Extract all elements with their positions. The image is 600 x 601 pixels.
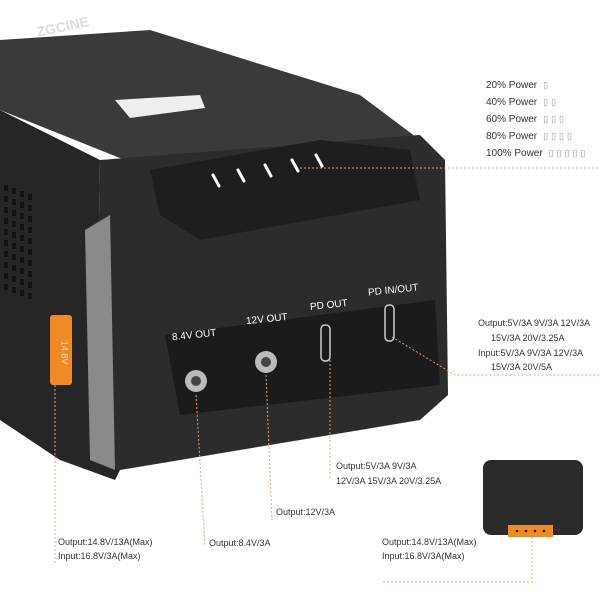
vent-hole [12,243,16,249]
vent-hole [4,196,8,202]
power-level-60: 60% Power▯▯▯ [486,114,567,125]
led-panel [150,140,420,240]
spec-pd-1: Output:5V/3A 9V/3A [336,461,417,471]
vent-hole [28,216,32,222]
vent-hole [4,229,8,235]
port-panel [165,300,440,415]
xt-connector [50,315,72,385]
vent-hole [20,191,24,197]
vent-hole [4,273,8,279]
spec-side-1: Output:14.8V/13A(Max) [58,537,153,547]
side-voltage-label: 14.8V [59,340,70,365]
mini-battery-connector [508,525,553,537]
vent-hole [28,260,32,266]
vent-hole [20,202,24,208]
spec-pdio-1: Output:5V/3A 9V/3A 12V/3A [478,318,591,328]
vent-hole [20,213,24,219]
power-level-80: 80% Power▯▯▯▯ [486,131,575,142]
vent-hole [4,284,8,290]
spec-pdio-4: 15V/3A 20V/5A [491,362,553,372]
vent-hole [20,290,24,296]
vent-hole [12,188,16,194]
vent-hole [28,194,32,200]
led-indicators [211,153,324,188]
power-level-100: 100% Power▯▯▯▯▯ [486,148,589,159]
vent-hole [28,205,32,211]
vent-hole [12,254,16,260]
vent-hole [4,262,8,268]
vent-hole [20,235,24,241]
spec-12v: Output:12V/3A [276,507,336,517]
vent-hole [4,218,8,224]
power-level-20: 20% Power▯ [486,80,552,91]
mini-battery-body [483,460,583,535]
spec-pd-2: 12V/3A 15V/3A 20V/3.25A [336,476,442,486]
vent-hole [12,221,16,227]
spec-bottom-2: Input:16.8V/3A(Max) [382,551,465,561]
vent-grille [4,185,32,299]
vent-hole [12,232,16,238]
vent-hole [4,251,8,257]
spec-bottom-1: Output:14.8V/13A(Max) [382,537,477,547]
brand-logo-icon [115,95,205,118]
usb-c-port-pd-in-out [384,304,395,342]
vent-hole [28,227,32,233]
vent-hole [20,268,24,274]
vent-hole [4,207,8,213]
vent-hole [4,185,8,191]
spec-side-2: Input:16.8V/3A(Max) [58,551,141,561]
vent-hole [12,276,16,282]
vent-hole [12,265,16,271]
vent-hole [28,238,32,244]
power-level-40: 40% Power▯▯ [486,97,560,108]
leader-lines [54,167,600,583]
vent-hole [20,279,24,285]
vent-hole [28,271,32,277]
vent-hole [20,257,24,263]
vent-hole [20,224,24,230]
vent-hole [12,199,16,205]
vent-hole [28,249,32,255]
vent-hole [4,240,8,246]
battery-silver-edge [85,215,115,470]
vent-hole [12,287,16,293]
vent-hole [12,210,16,216]
battery-top [0,30,420,170]
spec-pdio-2: 15V/3A 20V/3.25A [491,333,565,343]
usb-c-port-pd-out [320,324,331,362]
vent-hole [28,293,32,299]
spec-pdio-3: Input:5V/3A 9V/3A 12V/3A [478,348,584,358]
vent-hole [20,246,24,252]
vent-hole [28,282,32,288]
spec-8-4v: Output:8.4V/3A [209,538,271,548]
